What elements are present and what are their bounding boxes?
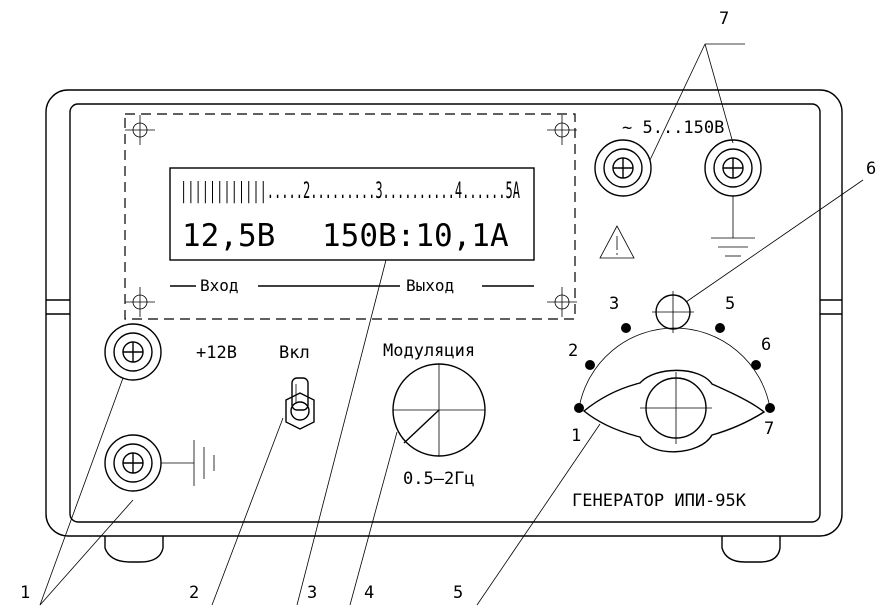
output-terminal-ground[interactable] bbox=[704, 139, 762, 197]
callout-2: 2 bbox=[189, 583, 199, 603]
selector-pos-label: 3 bbox=[609, 294, 619, 314]
output-terminal-hot[interactable] bbox=[594, 139, 652, 197]
power-toggle-switch[interactable] bbox=[285, 377, 315, 430]
lcd-display: ||||||||||||.....2.........3..........4.… bbox=[169, 167, 535, 261]
label-output-voltage: ~ 5...150В bbox=[622, 118, 724, 138]
lcd-output-readout: 150В:10,1А bbox=[322, 218, 509, 254]
callout-3: 3 bbox=[307, 583, 317, 603]
selector-mark bbox=[751, 360, 761, 370]
selector-scale: 1 2 3 5 6 7 bbox=[568, 294, 775, 446]
selector-mark bbox=[765, 403, 775, 413]
mount-hole bbox=[547, 287, 577, 317]
label-output: Выход bbox=[406, 276, 454, 295]
label-power-terminal: +12В bbox=[196, 343, 237, 363]
selector-mark bbox=[585, 360, 595, 370]
callout-5: 5 bbox=[453, 583, 463, 603]
warning-triangle-icon bbox=[599, 225, 635, 259]
selector-indicator-lamp bbox=[652, 291, 694, 333]
selector-pos-label: 2 bbox=[568, 341, 578, 361]
mount-hole bbox=[125, 287, 155, 317]
selector-mark bbox=[621, 323, 631, 333]
power-terminal-ground[interactable] bbox=[104, 434, 162, 492]
callout-numbers: 1 2 3 4 5 6 7 bbox=[20, 9, 876, 603]
selector-mark bbox=[574, 403, 584, 413]
callout-7: 7 bbox=[719, 9, 729, 29]
power-terminal-plus[interactable] bbox=[104, 323, 162, 381]
leader-lines bbox=[39, 43, 864, 606]
callout-6: 6 bbox=[866, 159, 876, 179]
lcd-bar-scale: ||||||||||||.....2.........3..........4.… bbox=[180, 179, 520, 204]
label-switch: Вкл bbox=[279, 343, 310, 363]
callout-1: 1 bbox=[20, 583, 30, 603]
lcd-input-voltage: 12,5В bbox=[182, 218, 275, 254]
device-housing bbox=[45, 89, 843, 537]
mode-selector-knob[interactable] bbox=[582, 369, 766, 453]
modulation-knob[interactable] bbox=[392, 363, 486, 457]
ground-symbol-icon bbox=[161, 440, 215, 486]
selector-pos-label: 1 bbox=[571, 426, 581, 446]
selector-mark bbox=[715, 323, 725, 333]
label-modulation-range: 0.5–2Гц bbox=[403, 469, 475, 489]
mount-hole bbox=[547, 115, 577, 145]
selector-pos-label: 5 bbox=[725, 294, 735, 314]
ground-symbol-icon bbox=[711, 196, 755, 257]
model-label: ГЕНЕРАТОР ИПИ-95К bbox=[572, 491, 747, 511]
callout-4: 4 bbox=[364, 583, 374, 603]
selector-pos-label: 6 bbox=[761, 335, 771, 355]
label-modulation: Модуляция bbox=[383, 341, 475, 361]
mount-hole bbox=[125, 115, 155, 145]
device-feet bbox=[104, 536, 781, 563]
display-bezel bbox=[124, 113, 577, 320]
lcd-labels: Вход Выход bbox=[170, 276, 534, 295]
selector-pos-label: 7 bbox=[764, 419, 774, 439]
label-input: Вход bbox=[200, 276, 239, 295]
